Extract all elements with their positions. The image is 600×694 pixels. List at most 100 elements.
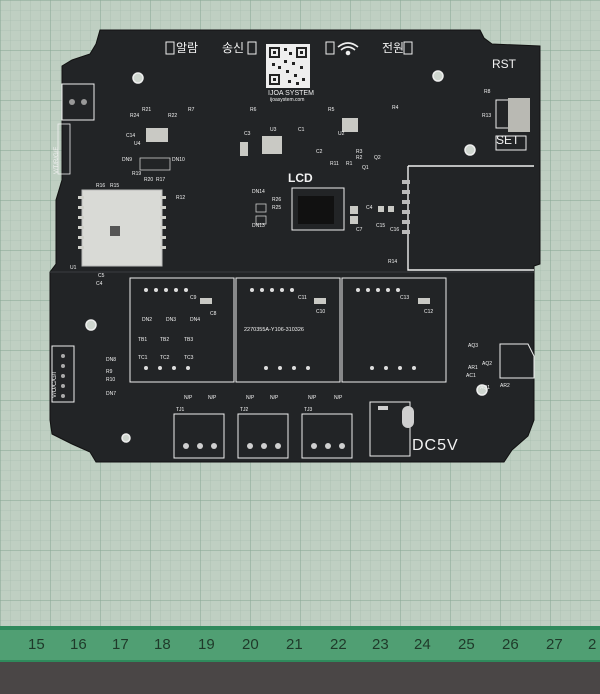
np-label: N/P bbox=[334, 395, 343, 401]
dc5v-label: DC5V bbox=[412, 437, 459, 454]
ruler-number: 15 bbox=[28, 636, 45, 653]
comp-label: C7 bbox=[356, 227, 363, 233]
np-label: N/P bbox=[308, 395, 317, 401]
comp-label: R25 bbox=[272, 205, 282, 211]
comp-label: C4 bbox=[96, 281, 103, 287]
transmit-label: 송신 bbox=[222, 41, 245, 55]
comp-label: AC1 bbox=[466, 373, 476, 379]
ruler-number: 2 bbox=[588, 636, 597, 653]
comp-label: DN3 bbox=[166, 317, 177, 323]
comp-label: C1 bbox=[298, 127, 305, 133]
comp-label: C16 bbox=[390, 227, 400, 233]
np-label: N/P bbox=[270, 395, 279, 401]
comp-label: C2 bbox=[316, 149, 323, 155]
brand-name: IJOA SYSTEM bbox=[268, 90, 314, 97]
comp-label: AQ1 bbox=[480, 385, 491, 391]
ruler-strip bbox=[0, 626, 600, 662]
qr-code bbox=[266, 44, 310, 88]
ruler-number: 21 bbox=[286, 636, 303, 653]
brand-site: ijoasystem.com bbox=[270, 97, 305, 103]
comp-label: AR2 bbox=[500, 383, 510, 389]
comp-label: R6 bbox=[250, 107, 257, 113]
ruler-number: 20 bbox=[242, 636, 259, 653]
comp-label: C13 bbox=[400, 295, 410, 301]
comp-label: Q1 bbox=[362, 165, 369, 171]
ruler-number: 16 bbox=[70, 636, 87, 653]
relay-label-1: TJ1 bbox=[176, 407, 185, 413]
alarm-label: 알람 bbox=[176, 41, 199, 55]
relay-outlines bbox=[129, 277, 447, 383]
comp-label: R3 bbox=[356, 149, 363, 155]
comp-label: TB3 bbox=[184, 337, 194, 343]
lcd-outline bbox=[291, 187, 345, 231]
comp-label: R24 bbox=[130, 113, 140, 119]
wifi-icon bbox=[337, 42, 359, 56]
comp-label: TC1 bbox=[138, 355, 148, 361]
comp-label: DN7 bbox=[106, 391, 117, 397]
comp-label: AQ3 bbox=[468, 343, 479, 349]
rst-label: RST bbox=[492, 57, 516, 71]
comp-label: TB1 bbox=[138, 337, 148, 343]
comp-label: C8 bbox=[210, 311, 217, 317]
comp-label: DN14 bbox=[252, 189, 265, 195]
ruler-number: 25 bbox=[458, 636, 475, 653]
relay-label-3: TJ3 bbox=[304, 407, 313, 413]
comp-label: U1 bbox=[70, 265, 77, 271]
comp-label: Q2 bbox=[374, 155, 381, 161]
comp-label: C4 bbox=[366, 205, 373, 211]
comp-label: C11 bbox=[298, 295, 307, 301]
table-edge bbox=[0, 662, 600, 694]
set-label: SET bbox=[496, 133, 520, 147]
np-label: N/P bbox=[184, 395, 193, 401]
comp-label: R20 bbox=[144, 177, 154, 183]
ruler-number: 19 bbox=[198, 636, 215, 653]
comp-label: TB2 bbox=[160, 337, 170, 343]
np-label: N/P bbox=[208, 395, 217, 401]
comp-label: R19 bbox=[132, 171, 142, 177]
comp-label: R4 bbox=[392, 105, 399, 111]
comp-label: R11 bbox=[330, 161, 339, 167]
comp-label: C14 bbox=[126, 133, 136, 139]
ruler-number: 18 bbox=[154, 636, 171, 653]
comp-label: DN8 bbox=[106, 357, 117, 363]
comp-label: R7 bbox=[188, 107, 195, 113]
comp-label: R9 bbox=[106, 369, 113, 375]
comp-label: U4 bbox=[134, 141, 141, 147]
pcb-board bbox=[49, 29, 541, 463]
comp-label: R12 bbox=[176, 195, 186, 201]
relay-label-2: TJ2 bbox=[240, 407, 249, 413]
ruler-number: 26 bbox=[502, 636, 519, 653]
ruler-number: 23 bbox=[372, 636, 389, 653]
board-id: 2270355A-Y106-310326 bbox=[244, 327, 304, 333]
comp-label: DN2 bbox=[142, 317, 153, 323]
comp-label: DN9 bbox=[122, 157, 133, 163]
comp-label: R2 bbox=[356, 155, 363, 161]
comp-label: R8 bbox=[484, 89, 491, 95]
comp-label: DN10 bbox=[172, 157, 185, 163]
comp-label: R26 bbox=[272, 197, 282, 203]
comp-label: AR1 bbox=[468, 365, 478, 371]
comp-label: C15 bbox=[376, 223, 386, 229]
comp-label: R13 bbox=[482, 113, 492, 119]
comp-label: C10 bbox=[316, 309, 326, 315]
comp-label: R10 bbox=[106, 377, 116, 383]
mounting-holes bbox=[85, 70, 488, 443]
comp-label: R22 bbox=[168, 113, 178, 119]
ruler-number: 27 bbox=[546, 636, 563, 653]
ruler-number: 22 bbox=[330, 636, 347, 653]
left-pins-bottom-label: V/O/C/G/I bbox=[52, 371, 58, 398]
np-label: N/P bbox=[246, 395, 255, 401]
comp-label: C12 bbox=[424, 309, 434, 315]
comp-label: R16 bbox=[96, 183, 106, 189]
wifi-module bbox=[78, 189, 166, 267]
ruler-number: 17 bbox=[112, 636, 129, 653]
power-label: 전원 bbox=[382, 41, 405, 55]
comp-label: TC3 bbox=[184, 355, 194, 361]
comp-label: DN13 bbox=[252, 223, 265, 229]
comp-label: R21 bbox=[142, 107, 152, 113]
comp-label: R14 bbox=[388, 259, 398, 265]
comp-label: R17 bbox=[156, 177, 166, 183]
comp-label: R1 bbox=[346, 161, 353, 167]
comp-label: R5 bbox=[328, 107, 335, 113]
